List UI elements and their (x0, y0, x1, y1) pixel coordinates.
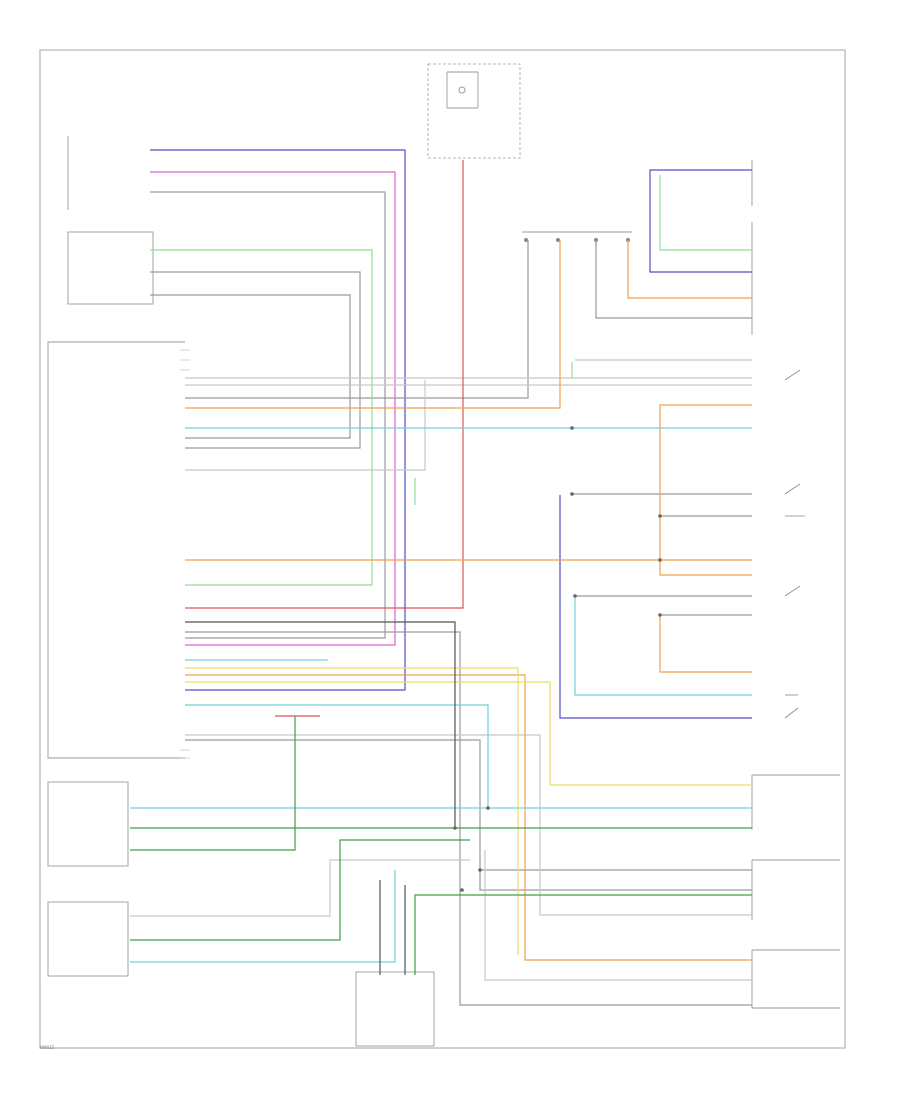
diagram-frame (39, 49, 846, 1049)
bottom-center-module (355, 971, 435, 1047)
module-pin-ticks (180, 349, 190, 759)
lower-left-box-2 (47, 901, 129, 977)
right-lower-box-2 (751, 859, 840, 920)
wire-lt-green (150, 175, 752, 586)
wire-lt-gray (130, 359, 752, 981)
fuse-block (427, 63, 521, 159)
wire-red (185, 160, 464, 717)
right-lower-box-3 (751, 949, 840, 1009)
diagram-code: W9025 (40, 1045, 55, 1050)
memory-module-box (47, 341, 185, 759)
switch-symbols-right (784, 369, 805, 719)
wire-dk-blue (150, 149, 752, 719)
wire-cyan (130, 427, 752, 963)
splice-points (453, 426, 662, 892)
right-lower-box-1 (751, 774, 840, 830)
wire-green (130, 716, 752, 975)
left-switch-box-middle (67, 231, 154, 305)
wire-gray (150, 191, 752, 1006)
top-center-connector (522, 231, 632, 242)
wire-orange (185, 240, 752, 961)
wire-dk-gray (185, 621, 456, 975)
lower-left-box-1 (47, 781, 129, 867)
wire-yellow (185, 667, 752, 955)
